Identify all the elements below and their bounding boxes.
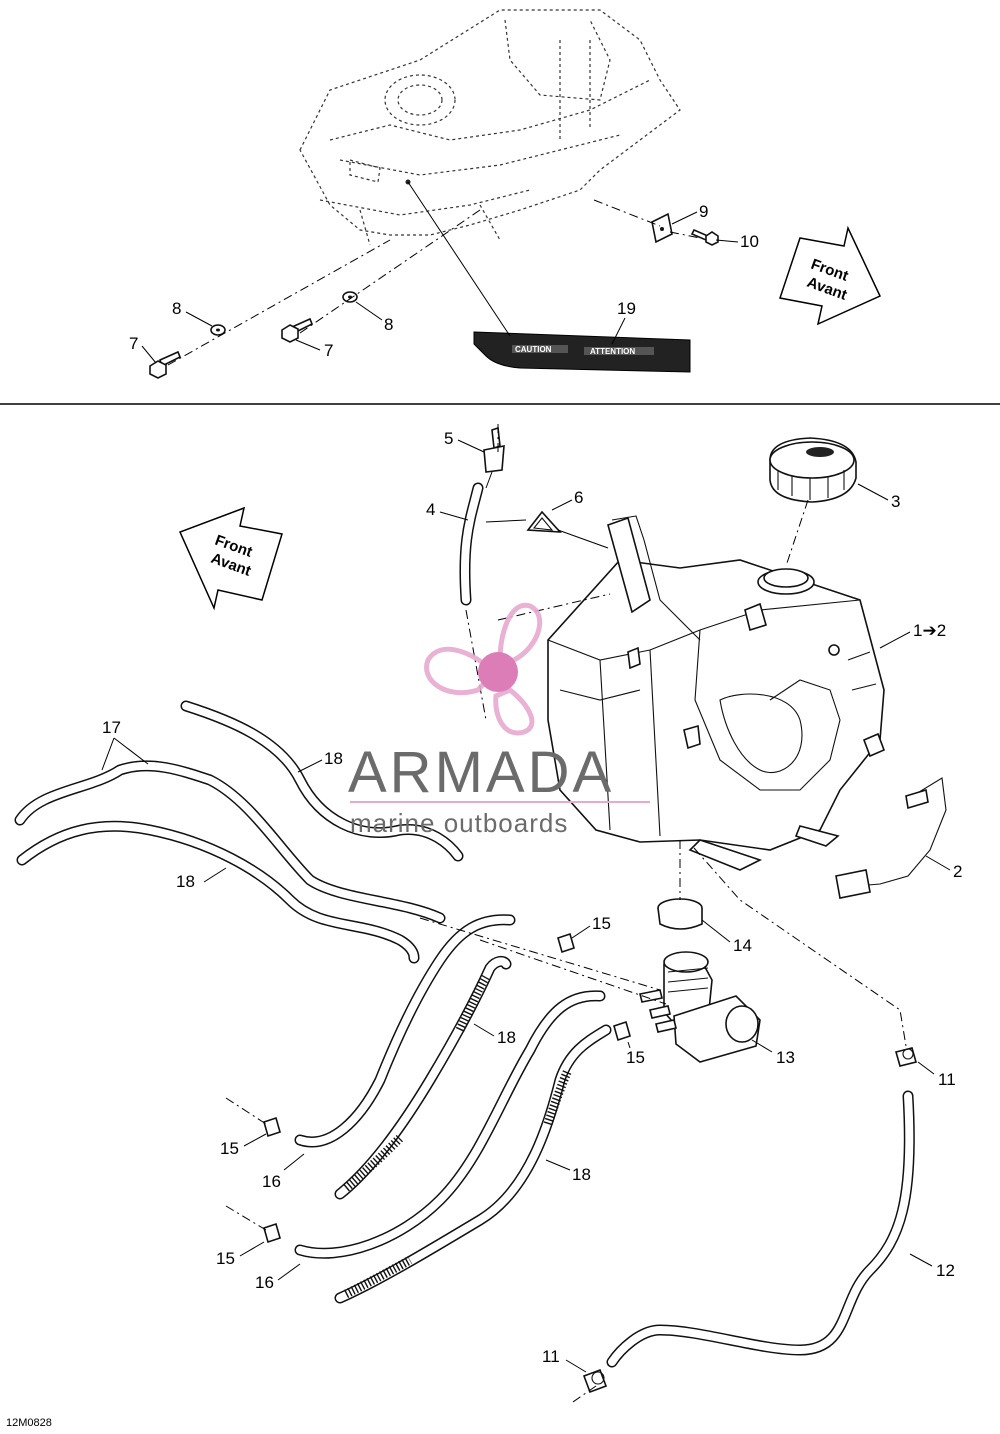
callout-6: 6 — [574, 488, 583, 507]
hose-16-upper — [294, 914, 516, 1148]
hose-18-left — [16, 820, 420, 964]
callout-18c: 18 — [497, 1028, 516, 1047]
callout-8a: 8 — [172, 299, 181, 318]
top-dash-lines — [167, 181, 701, 366]
top-callouts: 9 10 8 8 7 7 19 — [129, 202, 759, 364]
propeller-logo — [424, 602, 543, 736]
bolt-7-left — [149, 350, 182, 379]
callout-16b: 16 — [255, 1273, 274, 1292]
callout-16a: 16 — [262, 1172, 281, 1191]
washer-8-left — [210, 324, 226, 336]
front-arrow-left: Front Avant — [178, 506, 283, 611]
decal-left-text: CAUTION — [515, 345, 552, 354]
callout-15c: 15 — [220, 1139, 239, 1158]
callout-19: 19 — [617, 299, 636, 318]
watermark-tagline: marine outboards — [350, 808, 568, 838]
callout-7a: 7 — [129, 334, 138, 353]
armada-watermark: ARMADA marine outboards — [348, 602, 650, 838]
callout-13: 13 — [776, 1048, 795, 1067]
callout-17: 17 — [102, 718, 121, 737]
callout-11a: 11 — [938, 1070, 956, 1089]
callout-9: 9 — [699, 202, 708, 221]
washer-8-right — [342, 291, 358, 303]
hose-16-lower — [294, 990, 606, 1259]
lock-ring-14 — [657, 898, 703, 930]
callout-4: 4 — [426, 500, 435, 519]
clip-9 — [651, 212, 673, 244]
fuel-cap — [769, 437, 857, 503]
callout-15a: 15 — [592, 914, 611, 933]
callout-11b: 11 — [542, 1347, 560, 1366]
callout-18a: 18 — [324, 749, 343, 768]
bolt-7-right — [281, 317, 314, 343]
bottom-dash-lines — [225, 420, 907, 1405]
callout-14: 14 — [733, 936, 752, 955]
clamp-11-upper — [895, 1047, 917, 1067]
hose-18-top — [180, 700, 464, 862]
fuel-level-sensor-2 — [835, 777, 947, 899]
fuel-tank — [547, 515, 886, 871]
callout-12: 12 — [936, 1261, 955, 1280]
callout-10: 10 — [740, 232, 759, 251]
clamp-11-lower — [582, 1368, 608, 1394]
bottom-callouts: 5 4 6 3 1➔2 2 17 18 18 15 14 18 15 13 11… — [101, 429, 962, 1373]
hose-18-bottom — [334, 1024, 612, 1304]
callout-18d: 18 — [572, 1165, 591, 1184]
callout-15b: 15 — [626, 1048, 645, 1067]
callout-2: 2 — [953, 862, 962, 881]
frame-assembly-ghost — [299, 9, 681, 246]
decal-right-text: ATTENTION — [590, 347, 635, 356]
drawing-code: 12M0828 — [6, 1417, 52, 1429]
callout-7b: 7 — [324, 341, 333, 360]
decal-19: CAUTION ATTENTION — [473, 331, 691, 373]
callout-1-2: 1➔2 — [913, 621, 946, 640]
callout-8b: 8 — [384, 315, 393, 334]
grommet-6 — [526, 510, 562, 533]
hose-18-middle — [334, 955, 512, 1200]
screw-10 — [690, 228, 719, 246]
fuel-pump — [639, 951, 761, 1063]
vent-hose-17 — [14, 760, 446, 924]
fuel-line-12 — [606, 1090, 915, 1368]
check-valve-5 — [483, 426, 505, 489]
front-arrow-top: Front Avant — [779, 225, 882, 326]
hose-connectors-15 — [263, 932, 631, 1244]
callout-5: 5 — [444, 429, 453, 448]
vent-hose-4 — [459, 482, 484, 606]
callout-18b: 18 — [176, 872, 195, 891]
callout-15d: 15 — [216, 1249, 235, 1268]
watermark-brand: ARMADA — [348, 740, 614, 805]
callout-3: 3 — [891, 492, 900, 511]
